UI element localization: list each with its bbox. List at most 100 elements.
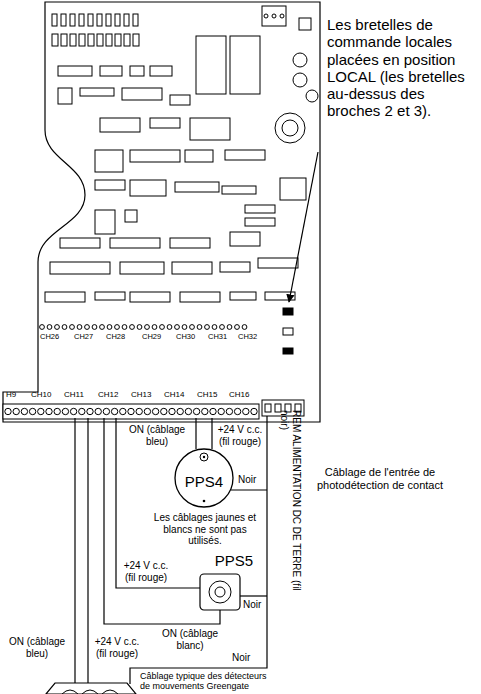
board-chip xyxy=(130,180,166,196)
wire-label: +24 V c.c. (fil rouge) xyxy=(92,636,142,659)
terminal-screw xyxy=(218,408,224,414)
terminal-screw xyxy=(175,325,180,330)
blue-wire xyxy=(195,418,196,449)
header-pin xyxy=(70,34,76,46)
wires xyxy=(75,416,267,684)
terminal-screw xyxy=(40,325,45,330)
terminal-screw xyxy=(95,408,101,414)
board-chip xyxy=(80,88,114,96)
channel-label: CH29 xyxy=(142,333,161,342)
terminal-screw xyxy=(111,408,117,414)
board-chip xyxy=(150,66,172,76)
header-pin xyxy=(124,34,130,46)
detector-lens xyxy=(62,690,118,694)
channel-label: CH16 xyxy=(229,390,249,399)
terminal-screw xyxy=(212,325,217,330)
terminal-screw xyxy=(120,408,126,414)
capacitor-symbol xyxy=(306,90,318,102)
sensor-lens xyxy=(200,453,208,461)
board-chip xyxy=(130,292,170,302)
jumper xyxy=(283,308,293,315)
sensor-lens xyxy=(215,587,225,597)
channel-label: CH26 xyxy=(40,333,59,342)
device-name: PPS4 xyxy=(185,473,223,490)
wire-label: REM ALIMENTATION DC DE TERRE (fil noir) xyxy=(278,410,302,595)
terminal-screw xyxy=(107,325,112,330)
sensor-circle: PPS4 xyxy=(174,448,234,508)
ground-bus-wire xyxy=(130,416,267,684)
terminal-screw xyxy=(46,408,52,414)
terminal-screw xyxy=(13,408,19,414)
board-chip xyxy=(185,150,213,162)
capacitor-symbol xyxy=(293,53,307,67)
terminal-screw xyxy=(62,408,68,414)
board-chip xyxy=(258,258,298,268)
board-chip xyxy=(196,36,226,94)
terminal-screw xyxy=(160,325,165,330)
header-pin xyxy=(79,14,84,26)
board-chip xyxy=(222,186,256,194)
board-chip xyxy=(95,210,115,234)
channel-label: CH13 xyxy=(131,390,151,399)
terminal-screw xyxy=(235,325,240,330)
board-chip xyxy=(100,118,140,132)
board-chip xyxy=(190,118,230,140)
header-pin xyxy=(70,14,75,26)
terminal-screw xyxy=(251,408,257,414)
terminal-screw xyxy=(205,325,210,330)
terminal-screw xyxy=(137,325,142,330)
sensor-lens xyxy=(209,581,231,603)
board-chip xyxy=(60,238,100,248)
board-chip xyxy=(230,36,260,94)
capacitor-symbol xyxy=(293,73,307,87)
capacitor-symbol xyxy=(272,14,276,18)
board-chip xyxy=(58,66,92,76)
leader-arrow xyxy=(289,152,318,302)
board-chip xyxy=(220,262,250,272)
board-chip xyxy=(110,238,160,248)
board-chip xyxy=(100,66,122,76)
terminal-screw xyxy=(242,325,247,330)
board-chip xyxy=(170,95,190,105)
terminal-screw xyxy=(122,325,127,330)
terminal-strip xyxy=(3,404,259,419)
wire-label: Noir xyxy=(238,474,256,486)
terminal-screw xyxy=(145,325,150,330)
board-chip xyxy=(125,210,137,222)
channel-label: CH15 xyxy=(197,390,217,399)
terminal-screw xyxy=(62,325,67,330)
terminal-screw xyxy=(54,408,60,414)
terminal-screw xyxy=(167,325,172,330)
board-chip xyxy=(120,262,164,274)
terminal-screw xyxy=(197,325,202,330)
header-pin xyxy=(106,14,111,26)
terminal-screw xyxy=(210,408,216,414)
terminal-screw xyxy=(55,325,60,330)
jumper xyxy=(283,328,293,335)
capacitor-symbol xyxy=(280,14,284,18)
board-chip xyxy=(170,238,210,248)
terminal-screw xyxy=(152,408,158,414)
sensor-housing: PPS5 xyxy=(195,552,253,614)
channel-label: CH14 xyxy=(164,390,184,399)
terminal-screw xyxy=(128,408,134,414)
terminal-screw xyxy=(161,408,167,414)
board-chip xyxy=(280,178,306,200)
terminal-screw xyxy=(115,325,120,330)
terminal-screw xyxy=(152,325,157,330)
header-pin xyxy=(133,34,139,46)
channel-label: CH27 xyxy=(74,333,93,342)
wire-label: +24 V c.c. (fil rouge) xyxy=(216,424,264,447)
terminal-screw xyxy=(185,408,191,414)
capacitor-symbol xyxy=(282,120,298,136)
terminal-screw xyxy=(226,408,232,414)
callout-note: Les bretelles de commande locales placée… xyxy=(327,16,478,120)
channel-label: CH12 xyxy=(98,390,118,399)
channel-label: CH11 xyxy=(64,390,84,399)
terminal-screw xyxy=(193,408,199,414)
terminal-screw xyxy=(47,325,52,330)
capacitor-symbol xyxy=(264,14,268,18)
terminal-screw xyxy=(136,408,142,414)
screw-dot xyxy=(203,500,206,503)
